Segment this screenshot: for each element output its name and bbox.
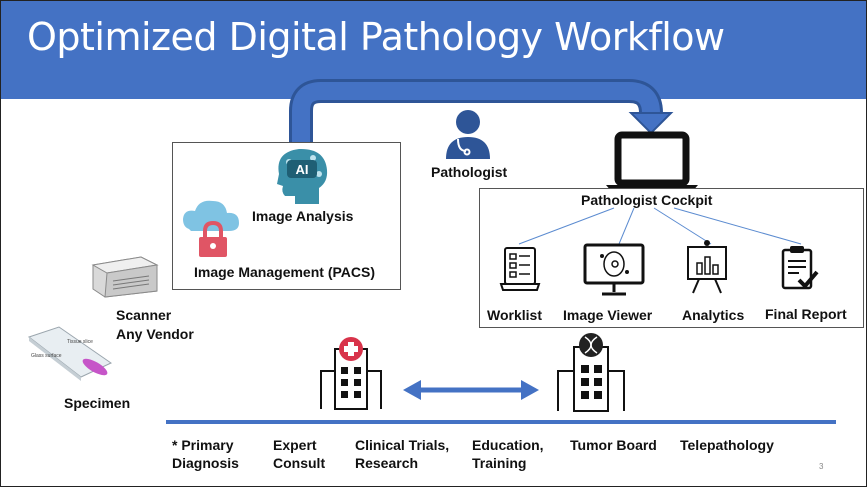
analytics-icon bbox=[687, 240, 727, 294]
use-line: Telepathology bbox=[680, 437, 774, 453]
page-number: 3 bbox=[819, 462, 824, 471]
use-line: Diagnosis bbox=[172, 455, 239, 471]
tool-label-image-viewer: Image Viewer bbox=[563, 307, 653, 323]
use-telepathology: Telepathology bbox=[680, 436, 774, 454]
use-line: Education, bbox=[472, 437, 544, 453]
laptop-icon bbox=[606, 131, 698, 192]
svg-text:Tissue slice: Tissue slice bbox=[67, 339, 93, 345]
worklist-icon bbox=[499, 247, 541, 291]
use-clinical-trials: Clinical Trials, Research bbox=[355, 436, 449, 472]
cockpit-label: Pathologist Cockpit bbox=[581, 192, 713, 208]
hospital-icon bbox=[320, 337, 382, 410]
scanner-icon bbox=[91, 256, 159, 298]
tool-label-analytics: Analytics bbox=[682, 307, 745, 323]
cloud-lock-icon bbox=[183, 200, 239, 257]
hospital-dna-icon bbox=[557, 333, 625, 412]
use-line: Research bbox=[355, 455, 419, 471]
image-viewer-icon bbox=[583, 243, 645, 296]
image-management-label: Image Management (PACS) bbox=[194, 264, 375, 280]
svg-text:AI: AI bbox=[296, 162, 309, 177]
tool-label-worklist: Worklist bbox=[487, 307, 542, 323]
use-education: Education, Training bbox=[472, 436, 544, 472]
slide-title: Optimized Digital Pathology Workflow bbox=[27, 15, 725, 59]
final-report-icon bbox=[781, 246, 819, 290]
cockpit-box bbox=[479, 188, 864, 328]
use-primary-diagnosis: * Primary Diagnosis bbox=[172, 436, 239, 472]
scanner-vendor-label: Any Vendor bbox=[116, 326, 194, 342]
use-tumor-board: Tumor Board bbox=[570, 436, 657, 454]
use-line: Clinical Trials, bbox=[355, 437, 450, 453]
double-arrow-icon bbox=[403, 380, 539, 400]
use-line: * Primary bbox=[172, 437, 234, 453]
tool-label-final-report: Final Report bbox=[765, 306, 847, 322]
use-line: Consult bbox=[273, 455, 326, 471]
pathologist-icon bbox=[446, 110, 490, 159]
uses-divider bbox=[166, 420, 836, 424]
glass-slide-icon: Glass surface Tissue slice bbox=[27, 326, 113, 381]
svg-text:Glass surface: Glass surface bbox=[31, 353, 62, 359]
specimen-label: Specimen bbox=[64, 395, 131, 411]
scanner-label: Scanner bbox=[116, 307, 172, 323]
use-line: Tumor Board bbox=[570, 437, 657, 453]
use-expert-consult: Expert Consult bbox=[273, 436, 325, 472]
pathologist-label: Pathologist bbox=[431, 164, 508, 180]
cockpit-connectors bbox=[518, 207, 802, 245]
image-analysis-label: Image Analysis bbox=[252, 208, 354, 224]
ai-brain-icon: AI bbox=[277, 148, 328, 204]
use-line: Expert bbox=[273, 437, 317, 453]
use-line: Training bbox=[472, 455, 527, 471]
